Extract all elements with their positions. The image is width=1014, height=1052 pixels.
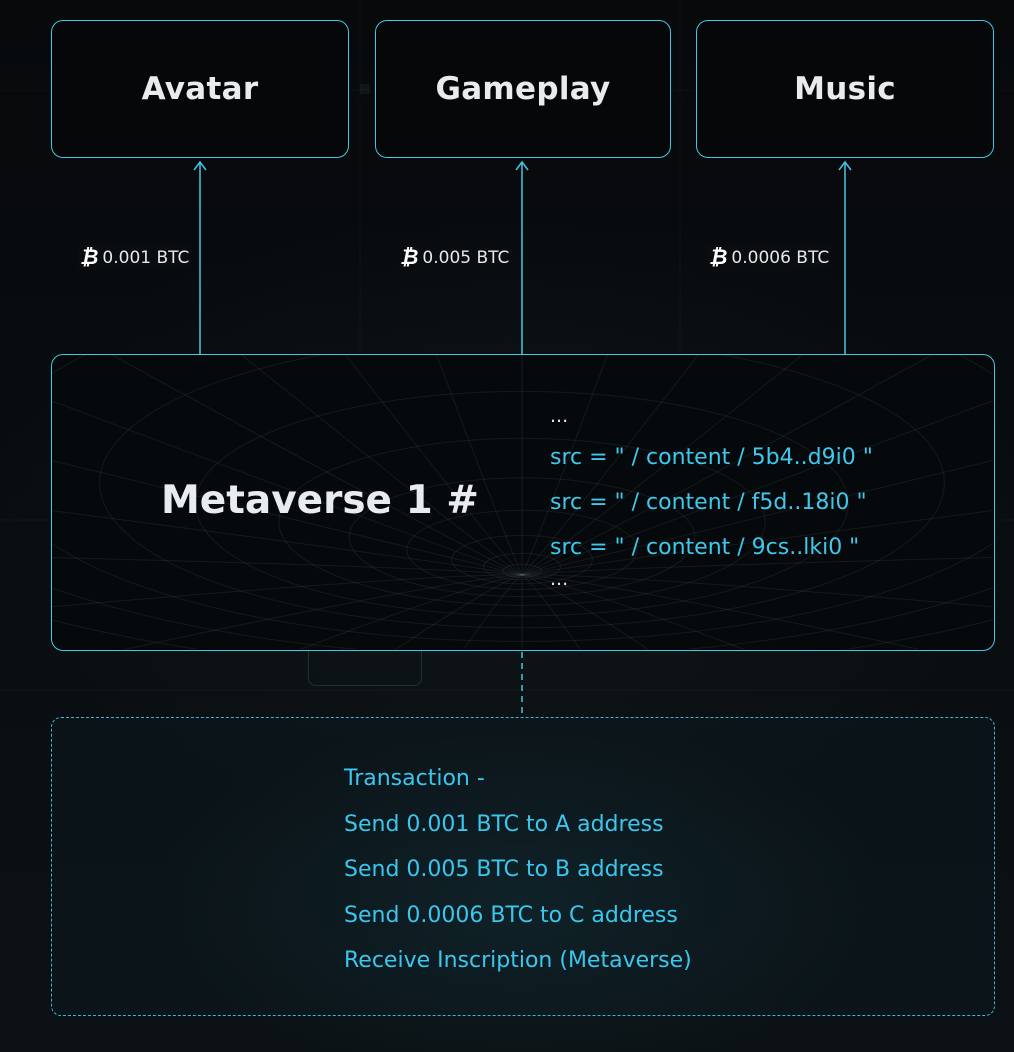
code-ellipsis: ... [550, 568, 569, 590]
music-price-text: 0.0006 BTC [731, 247, 830, 268]
music-price-tag: ₿ 0.0006 BTC [707, 245, 832, 270]
transaction-box: Transaction - Send 0.001 BTC to A addres… [51, 717, 995, 1016]
music-module-label: Music [794, 71, 896, 107]
transaction-step: Send 0.005 BTC to B address [344, 857, 664, 882]
transaction-lines: Transaction - Send 0.001 BTC to A addres… [344, 756, 692, 984]
gameplay-module-label: Gameplay [435, 71, 611, 107]
code-line-src: src = " / content / 9cs..lki0 " [550, 535, 860, 560]
gameplay-price-tag: ₿ 0.005 BTC [398, 245, 512, 270]
wormhole-grid-graphic [52, 355, 993, 649]
music-module-box: Music [696, 20, 994, 158]
code-line-src: src = " / content / 5b4..d9i0 " [550, 445, 873, 470]
transaction-step: Send 0.001 BTC to A address [344, 811, 664, 837]
gameplay-price-text: 0.005 BTC [422, 247, 510, 268]
transaction-step: Receive Inscription (Metaverse) [344, 948, 692, 973]
music-arrowhead [838, 160, 852, 171]
bitcoin-icon: ₿ [400, 245, 419, 269]
avatar-price-tag: ₿ 0.001 BTC [78, 245, 192, 270]
inscription-code-block: ... src = " / content / 5b4..d9i0 " src … [550, 397, 970, 594]
metaverse-inscription-box: Metaverse 1 # ... src = " / content / 5b… [51, 354, 995, 651]
transaction-heading: Transaction - [344, 766, 485, 791]
bitcoin-icon: ₿ [709, 245, 728, 269]
gameplay-module-box: Gameplay [375, 20, 671, 158]
code-line-src: src = " / content / f5d..18i0 " [550, 490, 867, 515]
avatar-module-box: Avatar [51, 20, 349, 158]
code-ellipsis: ... [550, 405, 569, 427]
avatar-price-text: 0.001 BTC [102, 247, 190, 268]
gameplay-arrowhead [515, 160, 529, 171]
transaction-step: Send 0.0006 BTC to C address [344, 902, 678, 928]
avatar-arrowhead [193, 160, 207, 171]
metaverse-title: Metaverse 1 # [161, 478, 479, 523]
avatar-module-label: Avatar [141, 71, 259, 107]
bitcoin-icon: ₿ [80, 245, 99, 269]
